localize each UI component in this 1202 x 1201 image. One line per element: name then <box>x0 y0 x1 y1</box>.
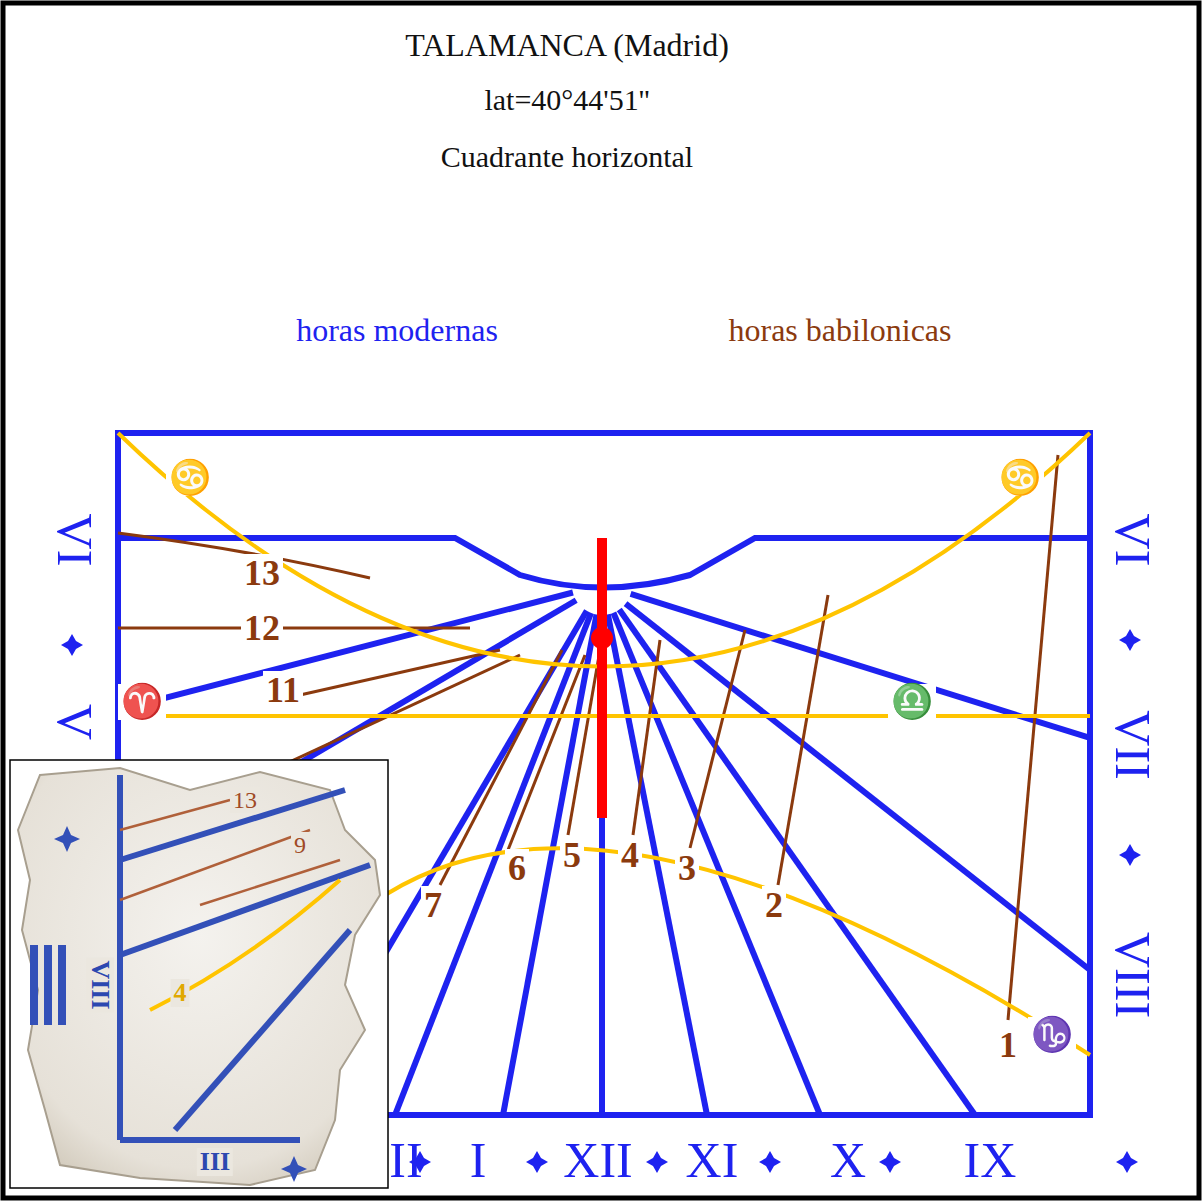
babylonian-number: 7 <box>421 886 445 924</box>
hour-numeral: I <box>470 1135 487 1185</box>
babylonian-number: 12 <box>241 609 283 647</box>
hour-numeral: XI <box>686 1135 739 1185</box>
hour-line <box>503 614 596 1115</box>
hour-line <box>118 593 573 710</box>
hour-numeral: V <box>50 704 100 740</box>
zodiac-sign: ♈ <box>118 684 166 720</box>
babylonian-number: 4 <box>618 836 642 874</box>
hour-numeral: XII <box>563 1135 632 1185</box>
star-separator <box>646 1151 668 1173</box>
photo-number: 9 <box>291 832 309 858</box>
star-separator <box>526 1151 548 1173</box>
photo-numeral: VIII <box>86 957 114 1012</box>
photo-numeral: III <box>197 1148 233 1176</box>
hour-numeral: VI <box>1108 514 1158 567</box>
hour-numeral: VIII <box>1108 932 1158 1018</box>
star-separator <box>1119 844 1141 866</box>
title: TALAMANCA (Madrid) <box>405 29 729 61</box>
babylonian-number: 5 <box>560 836 584 874</box>
subtitle: Cuadrante horizontal <box>441 142 693 172</box>
star-separator <box>759 1151 781 1173</box>
hour-numeral: VII <box>1108 710 1158 779</box>
hour-line <box>608 614 707 1115</box>
star-separator <box>879 1151 901 1173</box>
legend-text: horas modernas <box>296 314 498 346</box>
star-separator <box>1116 1151 1138 1173</box>
babylonian-number: 11 <box>263 671 303 709</box>
hour-numeral: VI <box>50 514 100 567</box>
hour-line <box>395 613 591 1115</box>
photo-number: 13 <box>230 787 260 813</box>
zodiac-sign: ♎ <box>888 684 936 720</box>
latitude: lat=40°44'51'' <box>484 85 649 115</box>
hour-numeral: X <box>830 1135 866 1185</box>
zodiac-sign: ♋ <box>166 460 214 496</box>
star-separator <box>1119 629 1141 651</box>
photo-number: 4 <box>171 979 190 1007</box>
hour-numeral: IX <box>964 1135 1017 1185</box>
babylonian-number: 3 <box>675 849 699 887</box>
zodiac-sign: ♑ <box>1028 1017 1076 1053</box>
hour-line <box>613 613 820 1115</box>
babylonian-number: 6 <box>505 849 529 887</box>
babylonian-number: 1 <box>996 1026 1020 1064</box>
babylonian-number: 2 <box>762 886 786 924</box>
star-separator <box>61 634 83 656</box>
tile-photo <box>10 760 388 1188</box>
babylonian-number: 13 <box>241 554 283 592</box>
legend-text: horas babilonicas <box>728 314 951 346</box>
zodiac-sign: ♋ <box>996 460 1044 496</box>
hour-numeral: II <box>389 1135 422 1185</box>
